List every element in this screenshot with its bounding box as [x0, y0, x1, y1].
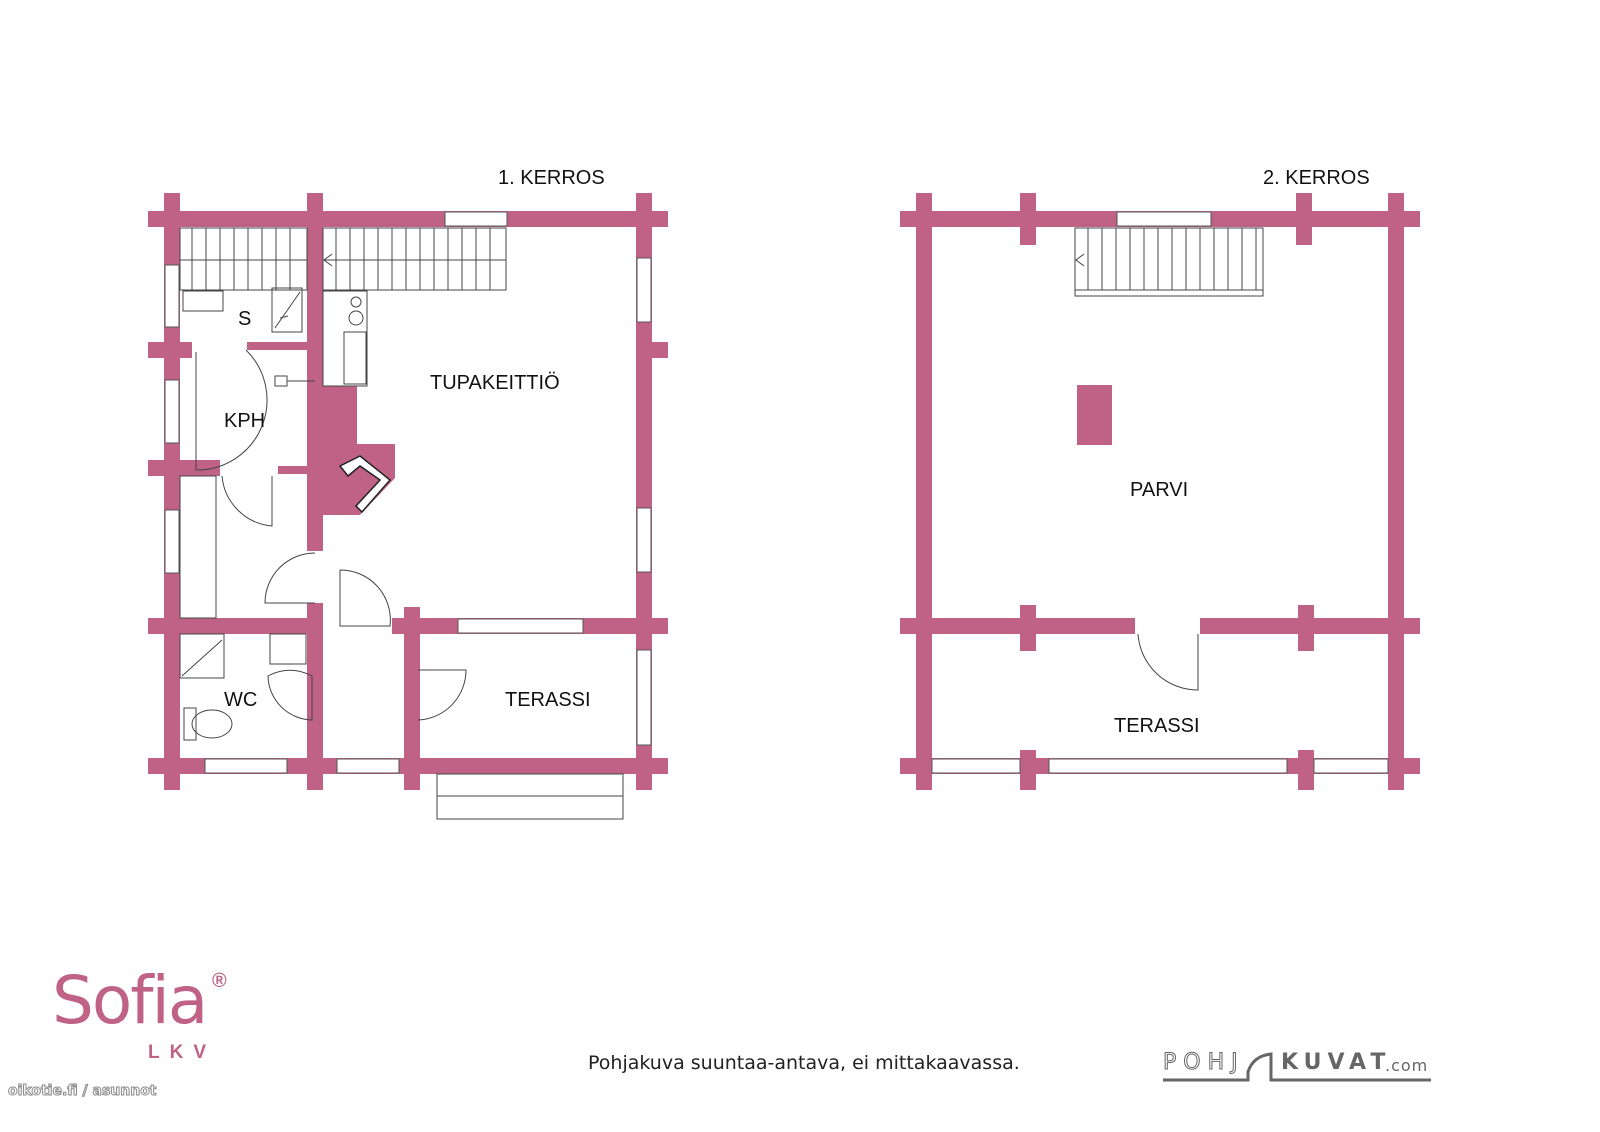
watermark: oikotie.fi / asunnot — [8, 1083, 158, 1100]
floor-2-windows — [931, 211, 1389, 774]
pohjakuvat-logo-right: KUVAT — [1281, 1050, 1392, 1075]
logo-registered-mark: ® — [212, 970, 227, 992]
room-label-terassi-1: TERASSI — [505, 689, 591, 711]
floor-1-fixtures — [179, 227, 624, 820]
room-label-kph: KPH — [224, 410, 265, 432]
pohjakuvat-logo-left: POHJ — [1163, 1050, 1245, 1076]
pohjakuvat-arch-icon — [1163, 1052, 1431, 1082]
room-label-terassi-2: TERASSI — [1114, 715, 1200, 737]
floor-2-fixtures — [1074, 227, 1264, 691]
logo-wordmark: Sofia — [52, 962, 208, 1039]
disclaimer-text: Pohjakuva suuntaa-antava, ei mittakaavas… — [588, 1052, 1020, 1074]
room-label-parvi: PARVI — [1130, 479, 1188, 501]
sofia-lkv-logo: Sofia ® LKV — [52, 962, 227, 1063]
logo-subtitle: LKV — [148, 1042, 216, 1063]
room-label-tupakeittio: TUPAKEITTIÖ — [430, 372, 560, 394]
floor-2-title: 2. KERROS — [1263, 167, 1370, 189]
floor-1-title: 1. KERROS — [498, 167, 605, 189]
floor-1-plan: 1. KERROS S KPH TUPAKEITTIÖ WC TERASSI — [148, 167, 668, 820]
room-label-wc: WC — [224, 689, 257, 711]
pohjakuvat-logo: POHJ KUVAT .com — [1163, 1050, 1431, 1084]
room-label-s: S — [238, 308, 251, 330]
pohjakuvat-logo-suffix: .com — [1385, 1056, 1429, 1075]
floor-2-plan: 2. KERROS PARVI TERASSI — [900, 167, 1420, 790]
floor-1-windows — [164, 211, 652, 774]
